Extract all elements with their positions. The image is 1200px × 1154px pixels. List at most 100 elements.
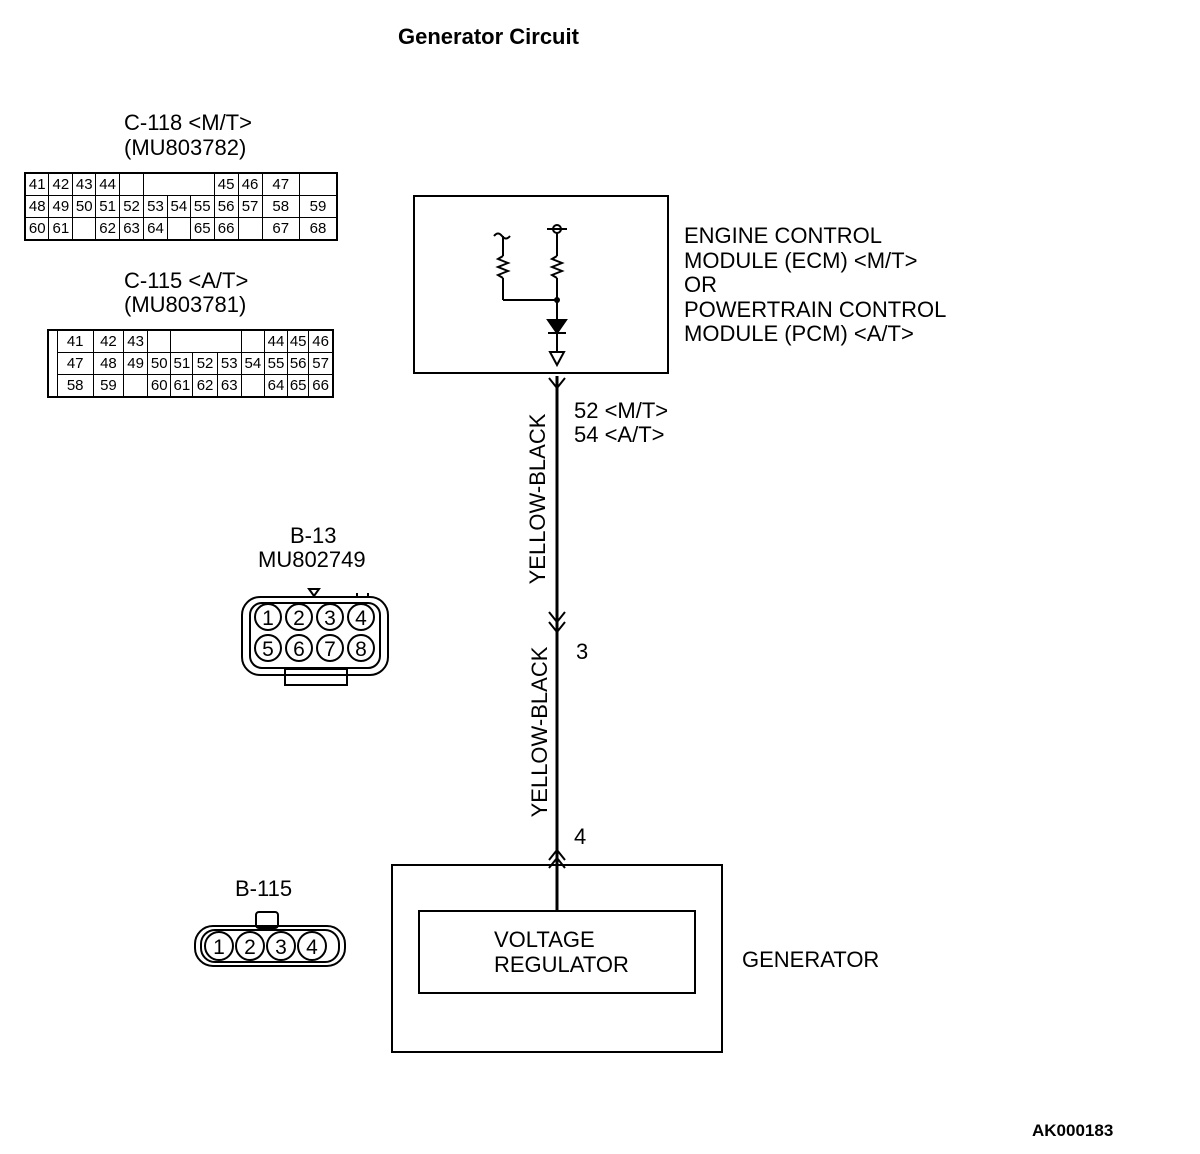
voltage-regulator-box [418,910,696,994]
b13-pin-label: 7 [324,638,336,661]
connector-pin-cell: 59 [92,374,125,398]
ecm-internal-circuit [493,224,567,368]
connector-pin-cell: 51 [170,352,194,375]
connector-pin-cell: 66 [308,374,334,398]
connector-pin-cell: 58 [56,374,94,398]
connector-pin-cell: 60 [147,374,172,398]
connector-pin-cell: 57 [308,352,334,375]
connector-pin-cell: 64 [263,374,289,398]
c118-part-number: (MU803782) [124,135,247,160]
connector-pin-cell: 46 [308,329,334,353]
ecm-label-line: OR [684,272,717,297]
generator-chevron-upper [548,848,566,861]
ecm-label-line: ENGINE CONTROL [684,223,883,248]
connector-pin-cell: 47 [56,352,94,375]
b13-pin [285,634,313,662]
b115-pin [266,931,296,961]
connector-pin-cell: 61 [48,217,74,241]
ecm-label-line: MODULE (PCM) <A/T> [684,321,914,346]
connector-pin-cell: 58 [261,195,300,218]
b13-pin-label: 1 [262,607,274,630]
connector-pin-cell: 59 [298,195,338,218]
b13-pin [347,603,375,631]
connector-pin-cell: 66 [213,217,239,241]
b13-pin [285,603,313,631]
connector-pin-cell: 46 [237,172,263,196]
voltage-regulator-label: VOLTAGE REGULATOR [494,927,629,977]
connector-pin-cell: 62 [192,374,218,398]
connector-pin-cell: 65 [189,217,215,241]
b115-pin-label: 4 [306,936,318,959]
connector-pin-cell: 64 [143,217,168,241]
connector-pin-cell: 54 [240,352,265,375]
ecm-label-line: POWERTRAIN CONTROL [684,296,947,322]
b13-part-number: MU802749 [258,547,366,572]
wire-color-lower: YELLOW-BLACK [527,646,552,818]
figure-code: AK000183 [1032,1121,1114,1140]
connector-pin-cell: 53 [143,195,168,218]
connector-pin-cell: 61 [170,374,194,398]
b115-pin [297,931,327,961]
diagram-title: Generator Circuit [398,24,579,49]
b115-title: B-115 [235,876,293,901]
b13-title: B-13 [290,523,337,548]
ecm-label-line: MODULE (ECM) <M/T> [684,247,918,273]
connector-pin-cell: 50 [72,195,97,218]
c115-title: C-115 <A/T> [124,268,249,293]
b13-pin-label: 6 [293,638,305,661]
ecm-pin-mt: 52 <M/T> [574,398,669,423]
connector-pin-cell: 62 [95,217,121,241]
connector-pin-cell: 60 [24,217,50,241]
ecm-label: ENGINE CONTROL MODULE (ECM) <M/T> OR POW… [684,223,947,347]
connector-pin-cell: 68 [298,217,338,241]
b13-pin-label: 3 [324,607,336,630]
b115-pin [204,931,234,961]
junction-chevron-male [548,611,566,624]
connector-pin-cell: 53 [216,352,242,375]
ecm-box [413,195,669,374]
b115-pin-label: 1 [213,936,225,959]
b13-pin [254,603,282,631]
b13-pin-label: 5 [262,638,274,661]
b13-pin [316,603,344,631]
b115-pin [235,931,265,961]
connector-pin-cell: 50 [147,352,172,375]
b115-pins [204,931,327,961]
b13-pin-label: 2 [293,607,305,630]
ecm-connector-chevron [548,377,566,390]
c115-part-number: (MU803781) [124,292,247,317]
junction-pin-number: 3 [576,639,589,664]
b115-pin-label: 3 [275,936,287,959]
regulator-label-line: VOLTAGE [494,927,595,952]
connector-pin-cell: 43 [123,329,149,353]
connector-pin-cell: 55 [263,352,289,375]
connector-pin-cell: 65 [287,374,310,398]
b13-pins [254,603,375,662]
generator-pin-number: 4 [574,824,587,849]
b115-pin-label: 2 [244,936,256,959]
connector-pin-cell: 49 [48,195,74,218]
connector-pin-cell: 45 [213,172,239,196]
connector-pin-cell: 54 [166,195,191,218]
wire-color-upper: YELLOW-BLACK [525,413,550,585]
junction-chevron-female [548,621,566,634]
b13-pin [254,634,282,662]
b13-connector-face [241,588,389,686]
b13-pin-label: 4 [355,607,367,630]
b13-pin [316,634,344,662]
connector-pin-cell: 44 [95,172,121,196]
diode-icon [546,319,568,335]
connector-pin-cell: 48 [24,195,50,218]
ecm-pin-at: 54 <A/T> [574,422,665,447]
connector-pin-cell: 49 [123,352,149,375]
connector-pin-cell: 41 [56,329,94,353]
b13-pin-label: 8 [355,638,367,661]
